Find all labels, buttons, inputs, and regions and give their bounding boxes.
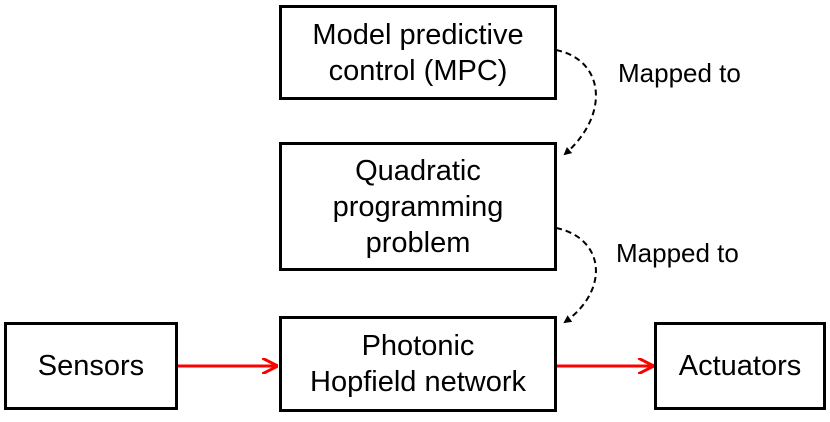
- node-hopfield-line-2: Hopfield network: [310, 366, 526, 398]
- node-qp-line-3: problem: [365, 226, 471, 259]
- node-mpc-line-2: control (MPC): [328, 54, 508, 87]
- edge-label-mpc-to-qp: Mapped to: [618, 58, 741, 88]
- edge-label-qp-to-hopfield: Mapped to: [616, 238, 739, 268]
- node-hopfield: Photonic Hopfield network: [279, 316, 557, 412]
- node-actuators-label: Actuators: [678, 350, 802, 382]
- node-qp-line-1: Quadratic: [355, 154, 481, 187]
- node-mpc-line-1: Model predictive: [312, 18, 524, 51]
- node-sensors: Sensors: [4, 322, 178, 410]
- arrow-mpc-to-qp: [555, 49, 597, 156]
- node-hopfield-line-1: Photonic: [361, 330, 475, 362]
- node-qp-line-2: programming: [332, 190, 504, 223]
- node-mpc: Model predictive control (MPC): [279, 5, 557, 100]
- node-qp: Quadratic programming problem: [279, 142, 557, 271]
- node-sensors-label: Sensors: [37, 350, 145, 382]
- node-actuators: Actuators: [654, 322, 826, 410]
- arrow-qp-to-hopfield: [555, 227, 597, 324]
